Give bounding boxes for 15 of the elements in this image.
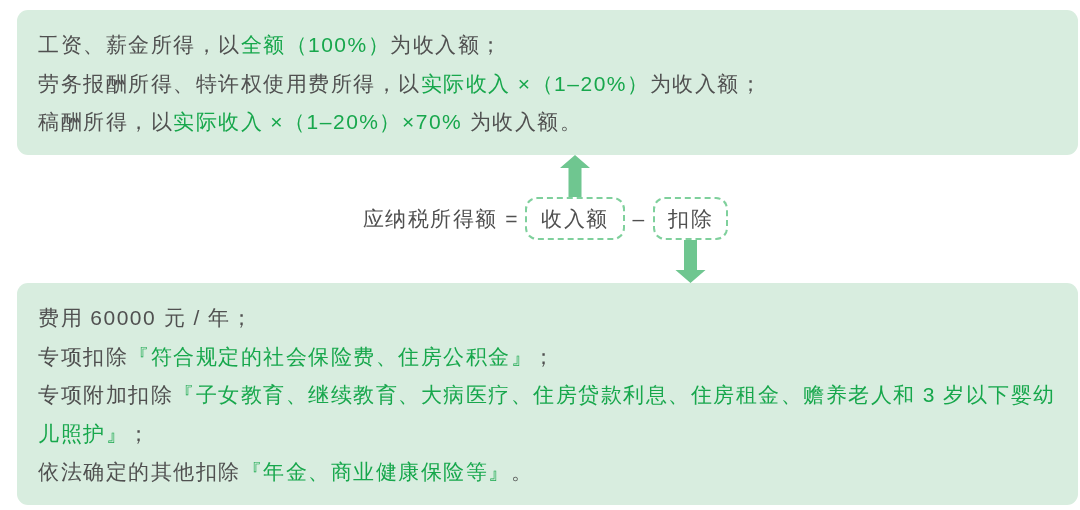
block-arrow <box>675 240 706 283</box>
info-text: 依法确定的其他扣除『年金、商业健康保险等』。 <box>38 459 534 485</box>
block-arrow <box>560 155 590 197</box>
formula-text: 应纳税所得额 = <box>362 205 519 232</box>
info-text: 费用 60000 元 / 年； <box>38 305 255 331</box>
info-panel <box>17 283 1078 505</box>
dashed-term-box: 扣除 <box>653 197 728 240</box>
minus-sign: – <box>631 205 647 232</box>
dashed-term-box: 收入额 <box>525 197 625 240</box>
info-text: 专项扣除『符合规定的社会保险费、住房公积金』； <box>38 343 557 370</box>
info-text: 专项附加扣除『子女教育、继续教育、大病医疗、住房贷款利息、住房租金、赡养老人和 3 岁以下婴幼儿照护』； <box>38 382 1057 447</box>
info-text: 工资、薪金所得，以全额（100%）为收入额； <box>38 32 504 58</box>
info-panel <box>17 10 1078 155</box>
info-text: 劳务报酬所得、特许权使用费所得，以实际收入 ×（1–20%）为收入额； <box>38 70 763 97</box>
info-text: 稿酬所得，以实际收入 ×（1–20%）×70% 为收入额。 <box>38 109 584 135</box>
